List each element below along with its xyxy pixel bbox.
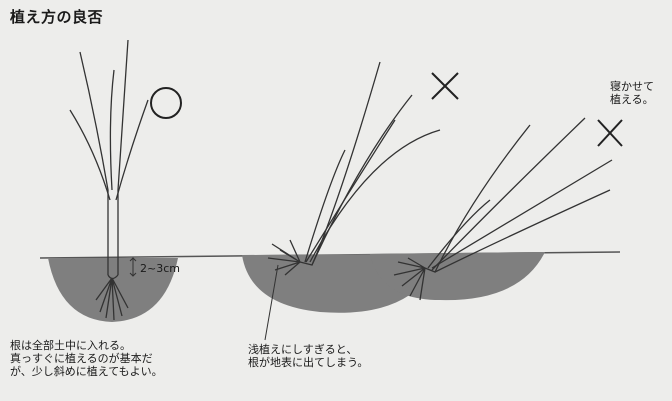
- caption-upright-line2: 真っすぐに植えるのが基本だ: [10, 352, 153, 365]
- bad-mark-lying-x-icon: [597, 119, 623, 147]
- caption-lying-line1: 寝かせて: [610, 80, 654, 93]
- depth-label: 2~3cm: [140, 262, 180, 275]
- plant-upright: [69, 39, 149, 321]
- caption-leader-line: [264, 264, 279, 341]
- plant-lying: [393, 117, 613, 301]
- caption-upright-line3: が、少し斜めに植えてもよい。: [10, 365, 163, 378]
- caption-upright-line1: 根は全部土中に入れる。: [10, 339, 131, 352]
- bad-mark-shallow-x-icon: [431, 72, 459, 100]
- good-mark-circle-icon: [150, 87, 182, 119]
- figure-title: 植え方の良否: [10, 8, 104, 26]
- caption-shallow: 浅植えにしすぎると、 根が地表に出てしまう。: [248, 343, 368, 369]
- caption-lying-line2: 植える。: [610, 93, 654, 106]
- caption-shallow-line1: 浅植えにしすぎると、: [248, 343, 358, 356]
- plant-shallow: [267, 61, 441, 276]
- depth-indicator: [129, 257, 137, 277]
- caption-lying: 寝かせて 植える。: [610, 80, 654, 106]
- caption-upright: 根は全部土中に入れる。 真っすぐに植えるのが基本だ が、少し斜めに植えてもよい。: [10, 339, 163, 378]
- caption-shallow-line2: 根が地表に出てしまう。: [248, 356, 369, 369]
